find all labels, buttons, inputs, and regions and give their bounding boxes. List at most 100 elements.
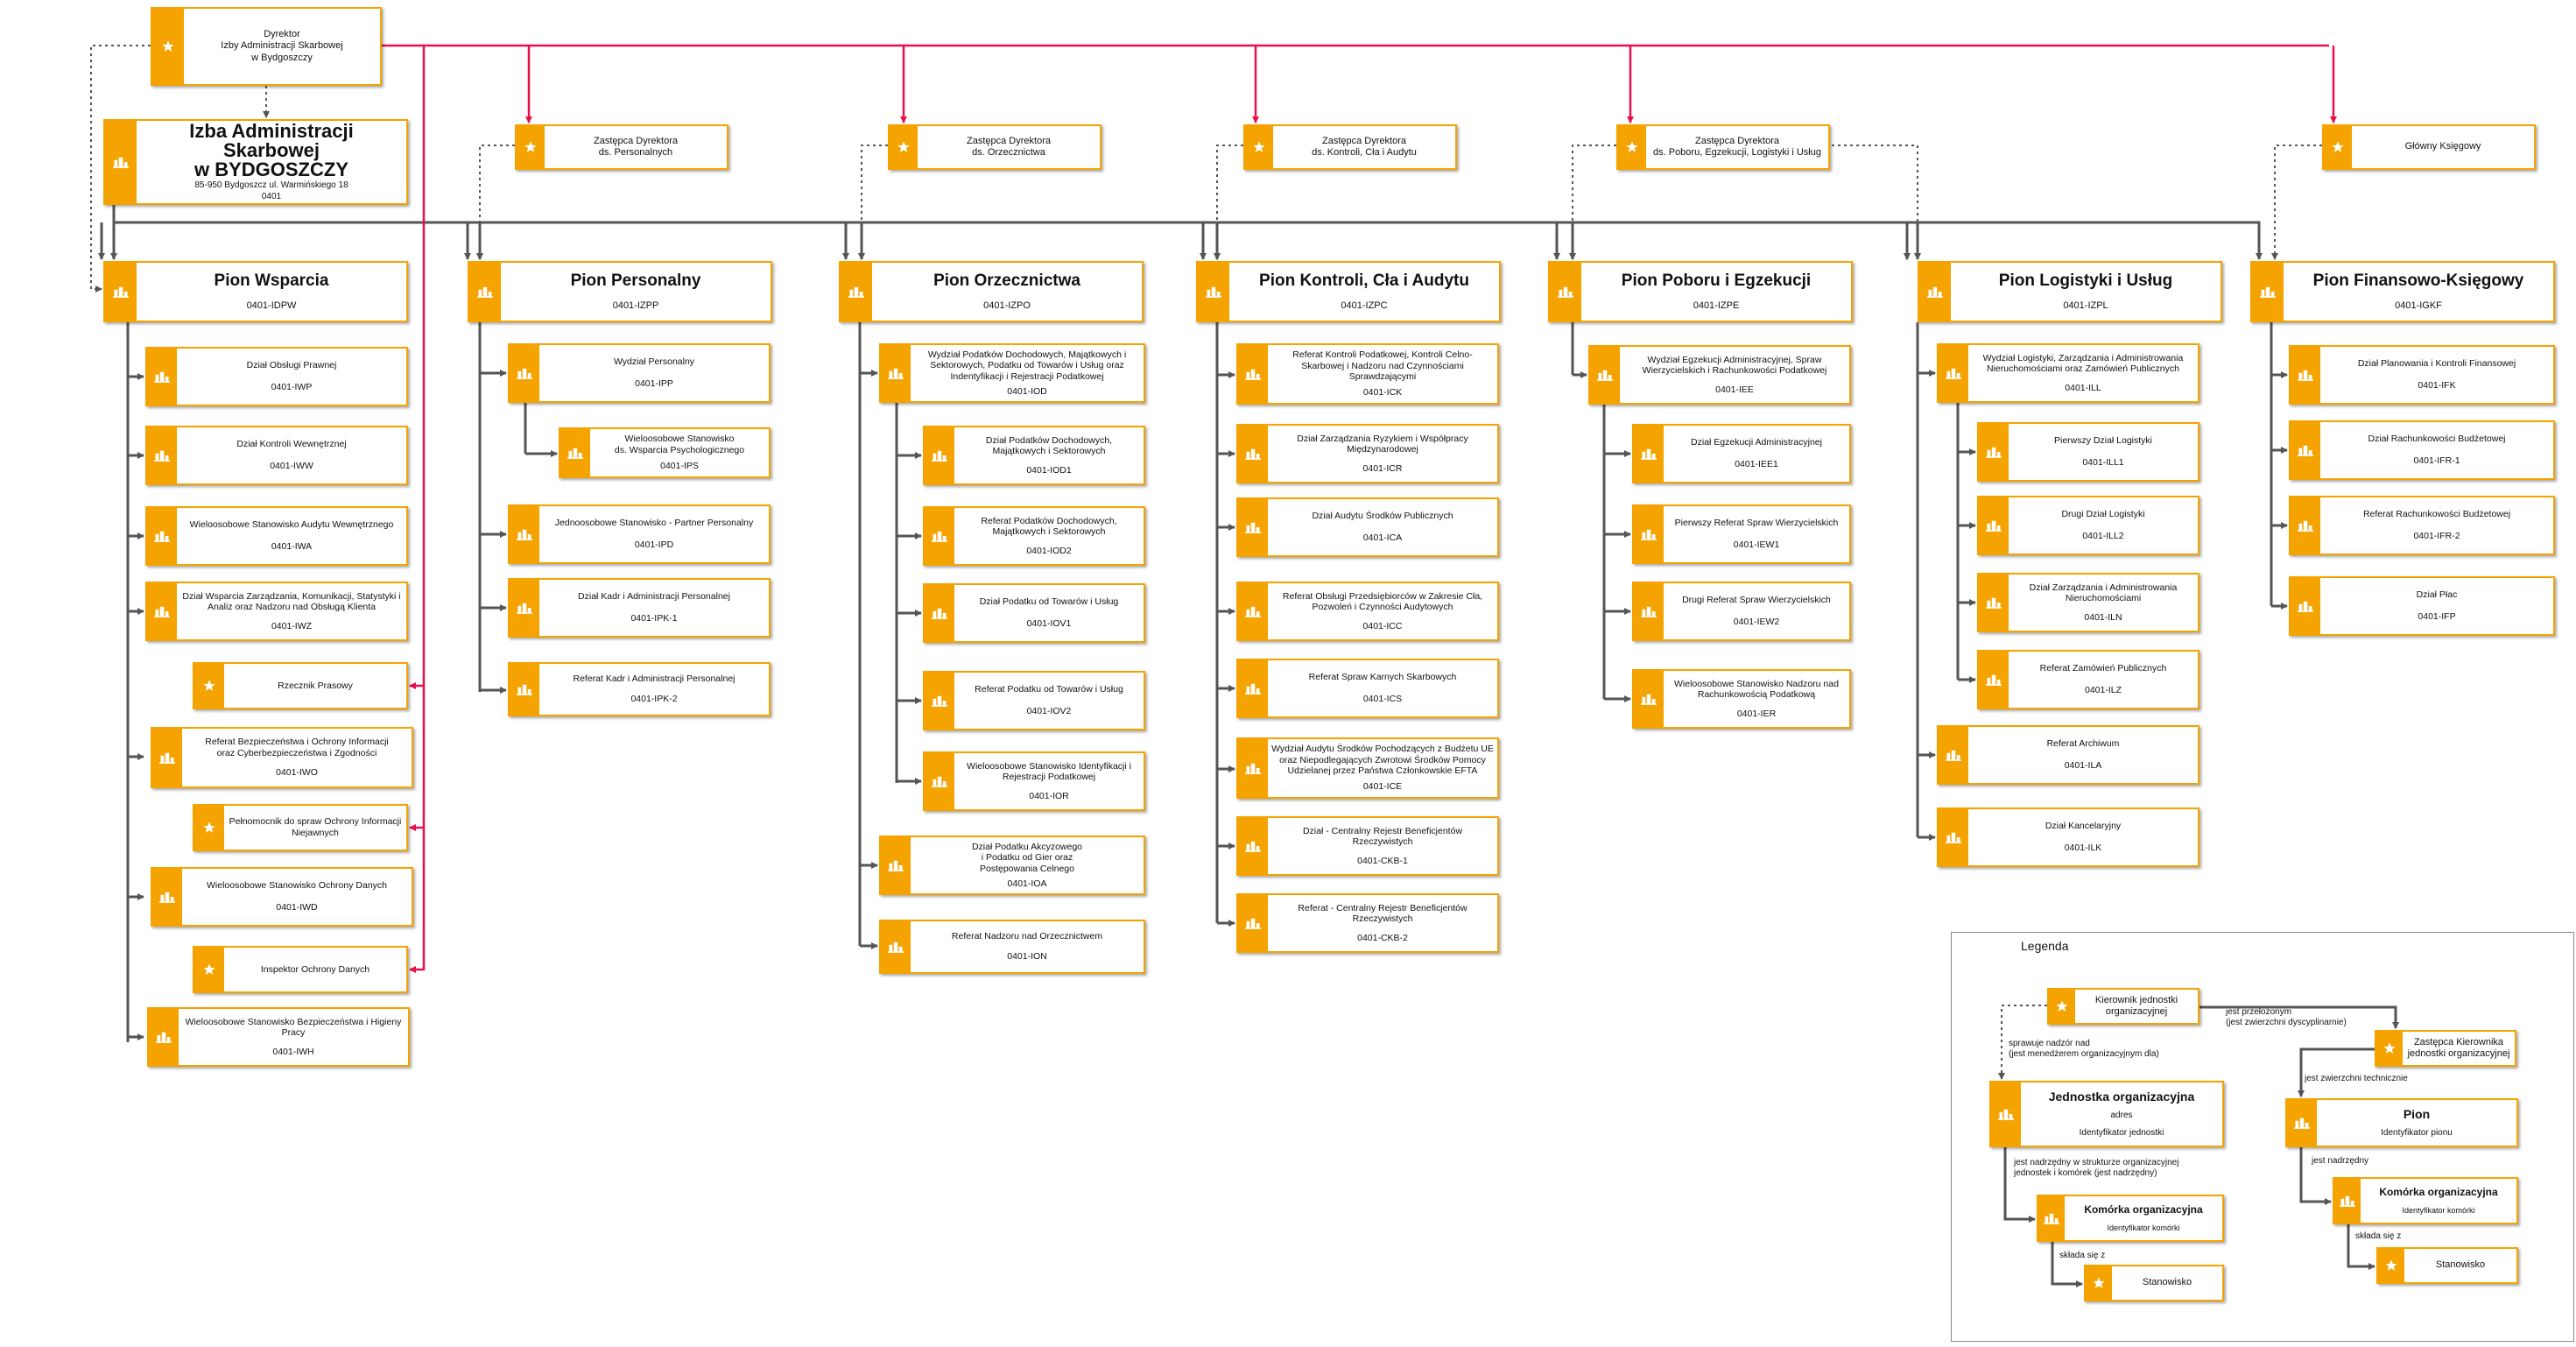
building-icon bbox=[888, 860, 904, 871]
star-icon bbox=[897, 141, 910, 152]
building-icon-strip bbox=[152, 869, 182, 925]
unit-code: 0401-IPP bbox=[635, 378, 673, 390]
unit-code: 0401-IPK-2 bbox=[630, 694, 678, 705]
building-icon bbox=[159, 752, 175, 764]
director-box: Dyrektor Izby Administracji Skarbowej w … bbox=[151, 7, 382, 86]
building-icon-strip bbox=[841, 263, 872, 321]
star-icon-strip bbox=[1245, 126, 1273, 168]
star-icon-strip bbox=[194, 948, 224, 991]
building-icon bbox=[154, 606, 170, 617]
connector bbox=[2299, 1147, 2332, 1205]
unit-code: 0401-ICA bbox=[1362, 532, 1403, 544]
building-icon bbox=[1986, 597, 2002, 609]
building-icon-strip bbox=[1939, 809, 1968, 865]
connector bbox=[112, 205, 2263, 260]
building-icon bbox=[156, 1032, 172, 1043]
building-icon bbox=[154, 371, 170, 383]
building-icon bbox=[1927, 286, 1943, 298]
star-icon bbox=[2093, 1277, 2105, 1288]
connector bbox=[2347, 1224, 2375, 1270]
building-icon-strip bbox=[1198, 263, 1229, 321]
unit-box: Referat Podatków Dochodowych, Majątkowyc… bbox=[923, 506, 1145, 566]
unit-name: Referat Nadzoru nad Orzecznictwem bbox=[951, 930, 1103, 941]
building-icon-strip bbox=[925, 427, 954, 483]
building-icon bbox=[2298, 445, 2313, 456]
building-icon bbox=[159, 892, 175, 903]
unit-name: Dział Podatku od Towarów i Usług bbox=[979, 596, 1119, 607]
unit-code: 0401-CKB-1 bbox=[1357, 855, 1408, 866]
deputy-box: Główny Księgowy bbox=[2322, 124, 2536, 170]
building-icon bbox=[848, 286, 864, 298]
unit-code: 0401-IWO bbox=[276, 767, 318, 778]
unit-name: Pierwszy Referat Spraw Wierzycielskich bbox=[1674, 517, 1839, 528]
star-icon bbox=[2056, 1000, 2068, 1012]
unit-name: Dział Podatku Akcyzowego i Podatku od Gi… bbox=[971, 841, 1083, 874]
deputy-label: Zastępca Dyrektora ds. Kontroli, Cła i A… bbox=[1312, 135, 1417, 158]
unit-name: Wydział Podatków Dochodowych, Majątkowyc… bbox=[927, 349, 1127, 382]
root-code: 0401 bbox=[261, 192, 282, 201]
connector bbox=[1998, 1005, 2047, 1080]
unit-code: 0401-IFR-2 bbox=[2413, 531, 2460, 542]
star-icon-strip bbox=[517, 126, 545, 168]
unit-name: Wieloosobowe Stanowisko Audytu Wewnętrzn… bbox=[189, 518, 394, 530]
building-icon bbox=[1946, 750, 1961, 761]
building-icon bbox=[1986, 520, 2002, 532]
unit-box: Dział Podatku Akcyzowego i Podatku od Gi… bbox=[879, 836, 1145, 895]
legend-deputy-box: Zastępca Kierownika jednostki organizacy… bbox=[2375, 1030, 2516, 1067]
unit-name: Referat - Centralny Rejestr Beneficjentó… bbox=[1298, 902, 1467, 925]
building-icon-strip bbox=[1238, 660, 1268, 716]
unit-box: Dział - Centralny Rejestr Beneficjentów … bbox=[1236, 816, 1499, 876]
building-icon-strip bbox=[2287, 1100, 2317, 1146]
unit-code: 0401-IPS bbox=[660, 461, 699, 471]
pion-box: Pion Poboru i Egzekucji 0401-IZPE bbox=[1548, 261, 1853, 322]
building-icon bbox=[477, 286, 493, 298]
unit-name: Dział Audytu Środków Publicznych bbox=[1312, 510, 1453, 521]
building-icon bbox=[1206, 286, 1221, 298]
building-icon bbox=[1998, 1109, 2014, 1120]
unit-name: Dział Podatków Dochodowych, Majątkowych … bbox=[985, 434, 1113, 457]
star-icon bbox=[203, 680, 215, 691]
legend-position-box: Stanowisko bbox=[2084, 1265, 2224, 1301]
building-icon-strip bbox=[147, 508, 177, 564]
unit-name: Dział Egzekucji Administracyjnej bbox=[1691, 436, 1822, 448]
building-icon-strip bbox=[2038, 1196, 2065, 1240]
legend-position-box: Stanowisko bbox=[2376, 1247, 2518, 1284]
star-icon-strip bbox=[2376, 1032, 2403, 1065]
pion-name: Pion Poboru i Egzekucji bbox=[1621, 272, 1812, 290]
building-icon-strip bbox=[1238, 895, 1268, 951]
building-icon bbox=[932, 695, 947, 707]
building-icon-strip bbox=[925, 753, 954, 809]
legend-pion-id: Identyfikator pionu bbox=[2381, 1128, 2453, 1139]
star-icon bbox=[203, 822, 215, 833]
position-box: Inspektor Ochrony Danych bbox=[193, 946, 408, 993]
unit-name: Referat Archiwum bbox=[2046, 737, 2120, 749]
unit-code: 0401-ILL1 bbox=[2082, 457, 2124, 469]
unit-box: Wydział Audytu Środków Pochodzących z Bu… bbox=[1236, 737, 1499, 799]
director-label: Dyrektor Izby Administracji Skarbowej w … bbox=[221, 29, 343, 63]
building-icon bbox=[932, 776, 947, 787]
building-icon bbox=[1245, 918, 1261, 929]
pion-code: 0401-IZPE bbox=[1693, 300, 1740, 311]
building-icon-strip bbox=[1238, 426, 1268, 482]
building-icon-strip bbox=[510, 506, 539, 562]
deputy-label: Zastępca Dyrektora ds. Poboru, Egzekucji… bbox=[1653, 135, 1821, 158]
building-icon-strip bbox=[1634, 426, 1664, 482]
unit-code: 0401-IPD bbox=[634, 540, 674, 551]
building-icon bbox=[2298, 601, 2313, 612]
building-icon-strip bbox=[105, 263, 137, 321]
building-icon-strip bbox=[1991, 1083, 2021, 1146]
unit-box: Dział Zarządzania i Administrowania Nier… bbox=[1977, 573, 2199, 632]
building-icon-strip bbox=[1634, 506, 1664, 562]
star-icon-strip bbox=[2378, 1249, 2404, 1282]
unit-name: Dział Obsługi Prawnej bbox=[246, 359, 337, 370]
